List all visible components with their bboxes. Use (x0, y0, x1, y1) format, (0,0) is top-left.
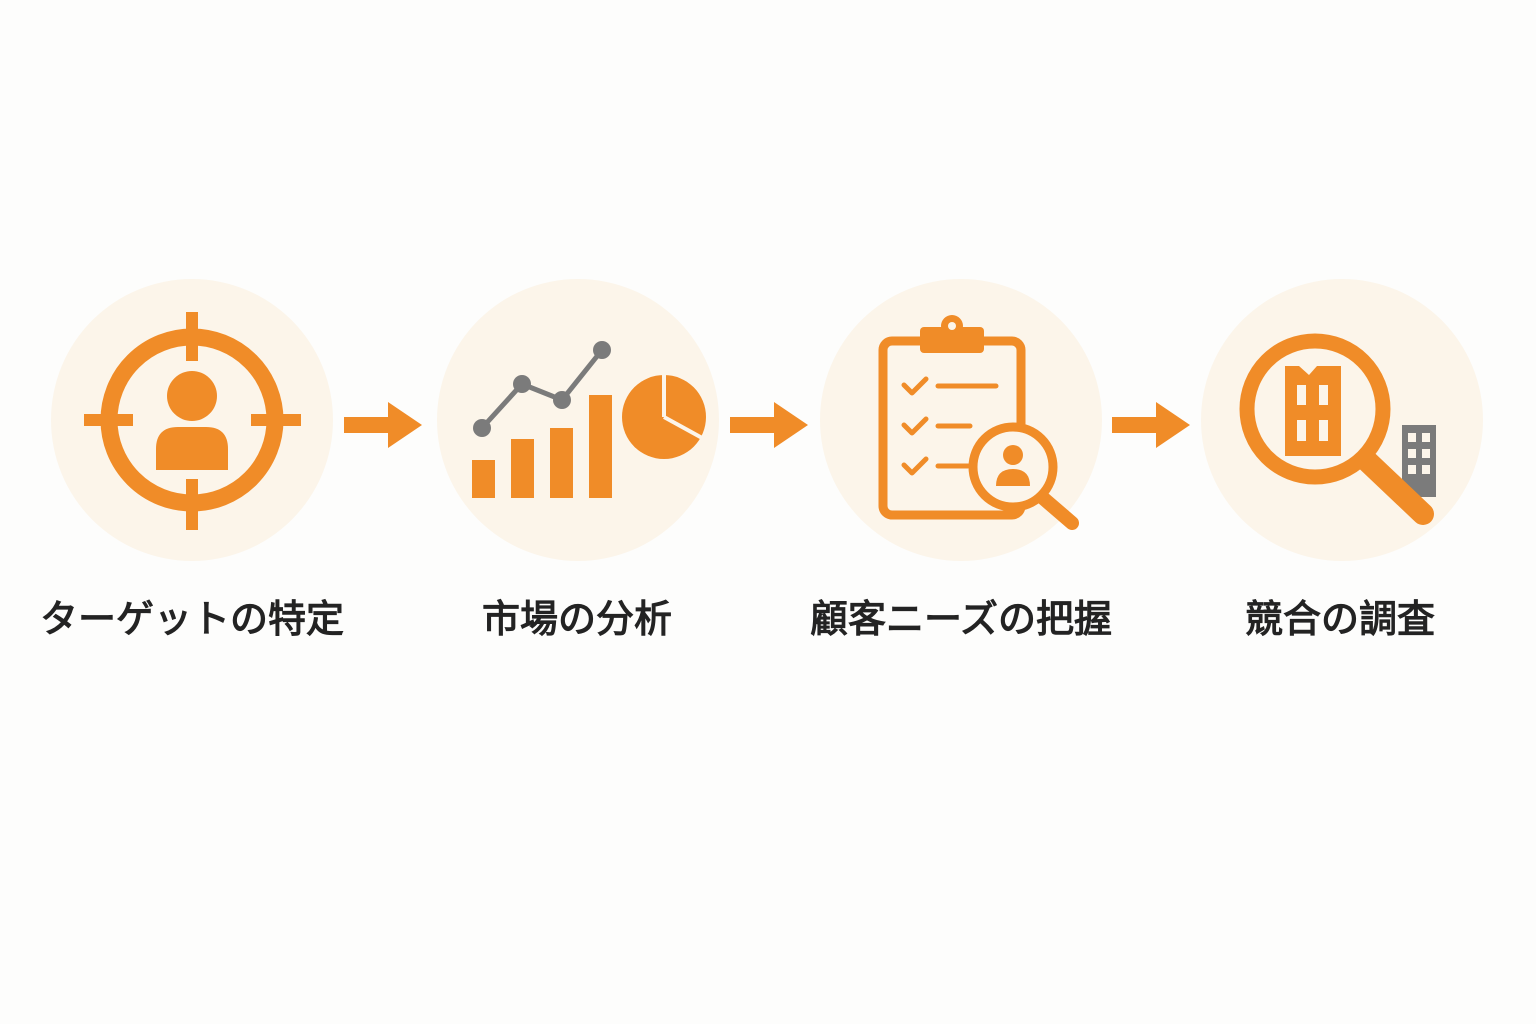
arrow-right-icon (344, 402, 424, 448)
clipboard-magnifier-icon (878, 315, 1079, 530)
step-3-label: 顧客ニーズの把握 (809, 597, 1113, 641)
chart-analysis-icon (472, 341, 706, 498)
step-4-label: 競合の調査 (1244, 597, 1435, 641)
step-4-icon-circle (1201, 279, 1483, 561)
step-2-icon-circle (437, 279, 719, 561)
target-person-icon (84, 312, 301, 530)
arrow-right-icon (730, 402, 810, 448)
arrow-right-icon (1112, 402, 1192, 448)
step-3-icon-circle (820, 279, 1102, 561)
step-1-label: ターゲットの特定 (39, 597, 344, 641)
step-2-label: 市場の分析 (481, 597, 672, 641)
building-magnifier-icon (1239, 333, 1436, 525)
step-1-icon-circle (51, 279, 333, 561)
